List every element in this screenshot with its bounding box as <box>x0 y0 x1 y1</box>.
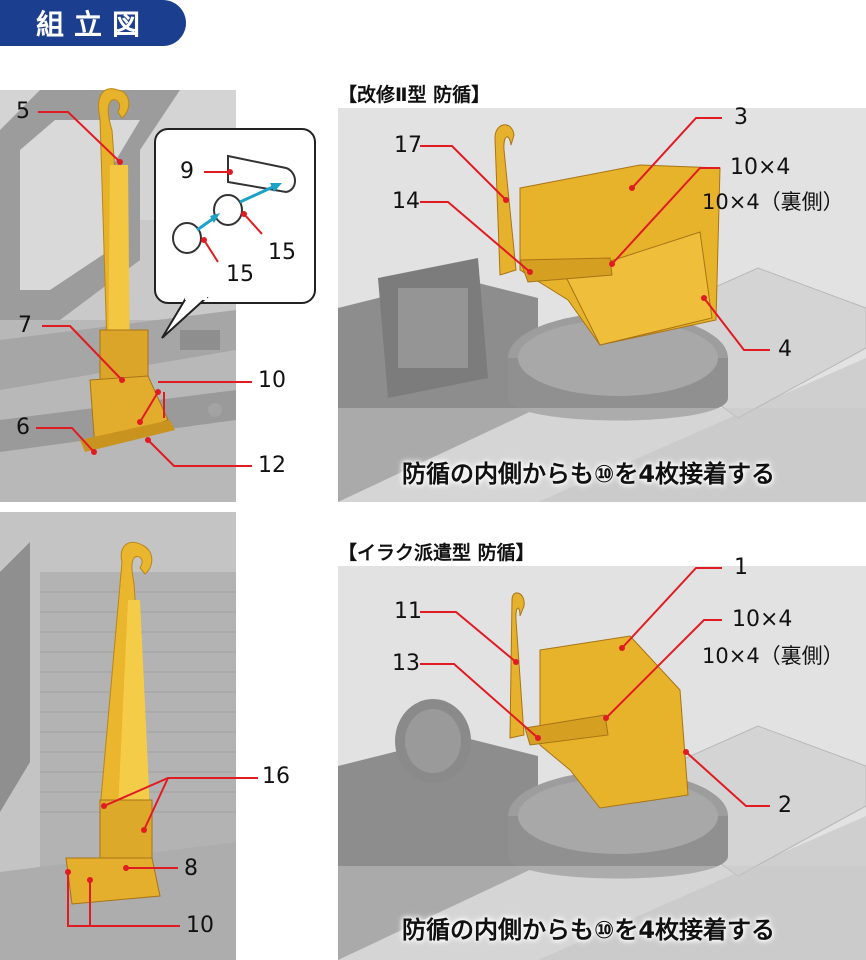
label-part-10-top: 10 <box>258 368 286 393</box>
label-part-10x4-b: 10×4 <box>732 607 793 632</box>
label-part-10x4-back-b: 10×4（裏側） <box>702 644 844 668</box>
label-part-9: 9 <box>180 159 194 184</box>
label-part-5: 5 <box>16 99 30 124</box>
label-part-10x4: 10×4 <box>730 155 791 180</box>
inset-bubble-tail <box>161 154 296 339</box>
section-b-heading: 【イラク派遣型 防循】 <box>338 542 535 564</box>
label-part-14: 14 <box>392 189 420 214</box>
label-part-17: 17 <box>394 133 422 158</box>
label-part-4: 4 <box>778 337 792 362</box>
label-part-1: 1 <box>734 555 748 580</box>
label-part-6: 6 <box>16 415 30 440</box>
section-b-caption: 防循の内側からも⑩を4枚接着する <box>402 916 776 944</box>
label-part-2: 2 <box>778 793 792 818</box>
label-part-15-a: 15 <box>268 240 296 265</box>
assembly-diagram-badge: 組立図 <box>0 0 186 46</box>
label-part-10x4-back: 10×4（裏側） <box>702 190 844 214</box>
label-part-10-bottom: 10 <box>186 913 214 938</box>
label-part-8: 8 <box>184 856 198 881</box>
label-part-12: 12 <box>258 453 286 478</box>
label-part-7: 7 <box>18 313 32 338</box>
label-part-3: 3 <box>734 105 748 130</box>
label-part-13: 13 <box>392 651 420 676</box>
label-part-16: 16 <box>262 764 290 789</box>
label-part-11: 11 <box>394 599 422 624</box>
section-a-caption: 防循の内側からも⑩を4枚接着する <box>402 460 776 488</box>
section-a-heading: 【改修Ⅱ型 防循】 <box>338 84 491 106</box>
label-part-15-b: 15 <box>226 262 254 287</box>
